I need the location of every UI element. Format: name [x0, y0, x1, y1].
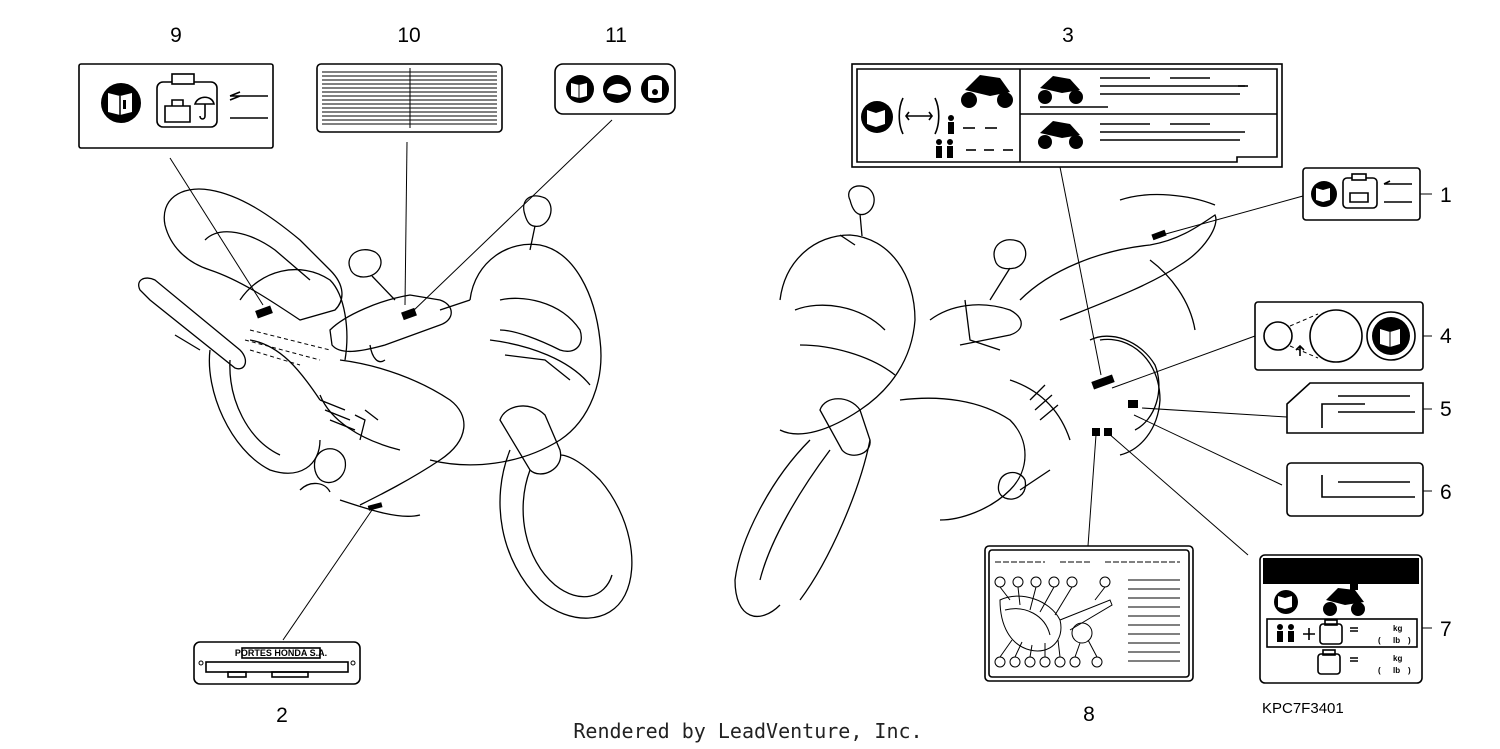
callout-7: 7 — [1440, 618, 1452, 641]
rider-icon — [948, 115, 954, 134]
label-7-kg-1: kg — [1393, 624, 1402, 633]
owners-manual-icon — [1274, 590, 1298, 614]
luggage-icon — [1317, 649, 1341, 675]
motorcycle-icon — [1323, 582, 1365, 616]
owners-manual-icon — [101, 83, 141, 123]
callout-2: 2 — [276, 704, 288, 727]
motorcycle-icon — [1038, 121, 1083, 149]
label-7-paren-2b: ) — [1408, 666, 1411, 675]
label-4-chain-adjust — [1254, 301, 1424, 371]
callout-6: 6 — [1440, 481, 1452, 504]
label-2-maker-plate: PORTES HONDA S.A. — [193, 641, 361, 685]
right-motorcycle — [734, 185, 1217, 618]
callout-11: 11 — [605, 24, 627, 47]
tire-pressure-icon — [898, 97, 940, 135]
label-8-maintenance-chart — [984, 545, 1194, 682]
owners-manual-icon — [861, 101, 893, 133]
label-3-tire-pressure — [851, 63, 1283, 168]
label-1-luggage-warning — [1302, 167, 1421, 221]
plate-maker-text: PORTES HONDA S.A. — [235, 648, 327, 658]
left-motorcycle — [138, 188, 633, 619]
part-code: KPC7F3401 — [1262, 700, 1344, 717]
label-7-lb-1: lb — [1393, 636, 1400, 645]
callout-4: 4 — [1440, 325, 1452, 348]
callout-9: 9 — [170, 24, 182, 47]
label-7-paren-1b: ) — [1408, 636, 1411, 645]
callout-1: 1 — [1440, 184, 1452, 207]
owners-manual-icon — [566, 75, 594, 103]
label-10-info-plate — [316, 63, 503, 133]
label-5-plate — [1286, 382, 1424, 434]
label-11-safety-icons — [554, 63, 676, 115]
chain-slack-icon — [641, 75, 669, 103]
label-7-paren-1: ( — [1378, 636, 1381, 645]
callout-10: 10 — [397, 24, 420, 47]
label-8-text-lines — [1128, 579, 1180, 662]
motorcycle-icon — [1038, 76, 1083, 104]
owners-manual-icon — [1366, 311, 1416, 361]
label-7-lb-2: lb — [1393, 666, 1400, 675]
label-9-luggage-warning — [78, 63, 274, 149]
luggage-icon — [1342, 173, 1378, 209]
label-7-load-limit: kg lb ( ) kg lb ( ) — [1259, 554, 1423, 684]
callout-3: 3 — [1062, 24, 1074, 47]
label-6-plate — [1286, 462, 1424, 517]
passenger-icon — [1277, 624, 1294, 642]
helmet-icon — [603, 75, 631, 103]
label-10-lines — [322, 71, 497, 125]
motorcycle-icon — [961, 75, 1013, 108]
callout-8: 8 — [1083, 703, 1095, 726]
luggage-icon — [1319, 619, 1343, 645]
label-7-kg-2: kg — [1393, 654, 1402, 663]
owners-manual-icon — [1311, 181, 1337, 207]
label-7-paren-2: ( — [1378, 666, 1381, 675]
passenger-icon — [936, 139, 953, 158]
callout-5: 5 — [1440, 398, 1452, 421]
footer-credit: Rendered by LeadVenture, Inc. — [573, 719, 922, 743]
luggage-icon — [156, 73, 218, 128]
leader-lines — [169, 119, 1304, 641]
